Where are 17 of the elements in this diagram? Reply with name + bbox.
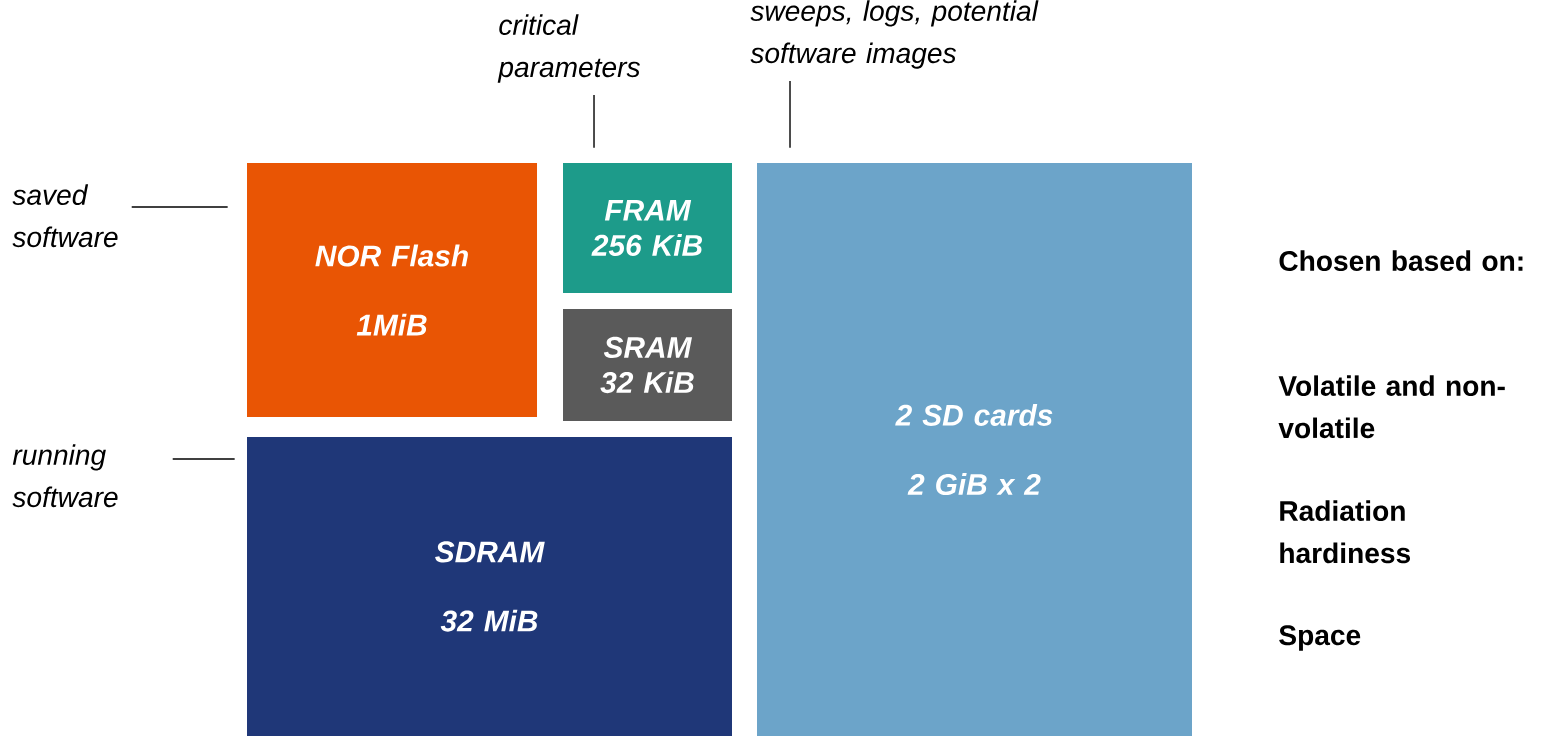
criteria-text: Chosen based on:	[1279, 250, 1523, 271]
annotation-text: critical parameters	[497, 14, 640, 83]
leader-line	[593, 94, 595, 149]
annotation-text: sweeps, logs, potential software images	[750, 0, 1039, 69]
memory-block: SRAM 32 KiB	[563, 309, 732, 421]
leader-line	[172, 458, 236, 460]
annotation-text: saved software	[12, 184, 118, 248]
memory-block: NOR Flash 1MiB	[247, 163, 537, 417]
criteria-text: Space	[1279, 625, 1361, 651]
criteria-text: Volatile and non-volatile	[1278, 375, 1505, 439]
memory-block: SDRAM 32 MiB	[247, 437, 732, 736]
memory-block: FRAM 256 KiB	[563, 163, 732, 293]
criteria-text: Radiation hardiness	[1280, 500, 1410, 564]
leader-line	[789, 80, 791, 149]
annotation-text: running software	[12, 444, 118, 508]
leader-line	[131, 206, 229, 208]
memory-block: 2 SD cards 2 GiB x 2	[757, 163, 1192, 736]
